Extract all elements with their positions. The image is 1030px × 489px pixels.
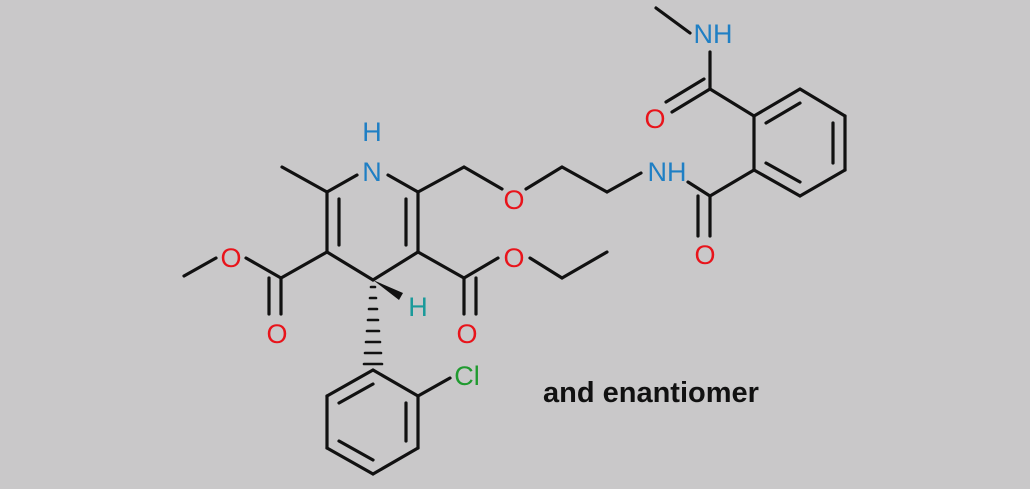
atom-labels: H N O NH NH O O O O O O H Cl [220, 19, 732, 391]
right-carbonyl-oxygen-label: O [456, 319, 477, 349]
stereo-caption: and enantiomer [543, 377, 759, 409]
ring-nitrogen-label: N [362, 157, 382, 187]
chlorine-label: Cl [454, 361, 480, 391]
methylamide-nh-label: NH [694, 19, 733, 49]
left-ester-oxygen-label: O [220, 243, 241, 273]
ether-oxygen-label: O [503, 185, 524, 215]
left-carbonyl-oxygen-label: O [266, 319, 287, 349]
upper-amide-oxygen-label: O [644, 104, 665, 134]
bond-skeleton [182, 6, 847, 476]
ring-nh-hydrogen-label: H [362, 117, 382, 147]
right-ester-oxygen-label: O [503, 243, 524, 273]
hashed-bond [362, 285, 384, 366]
stereo-hydrogen-label: H [408, 292, 428, 322]
amide-nh-label: NH [648, 157, 687, 187]
lower-amide-oxygen-label: O [694, 240, 715, 270]
